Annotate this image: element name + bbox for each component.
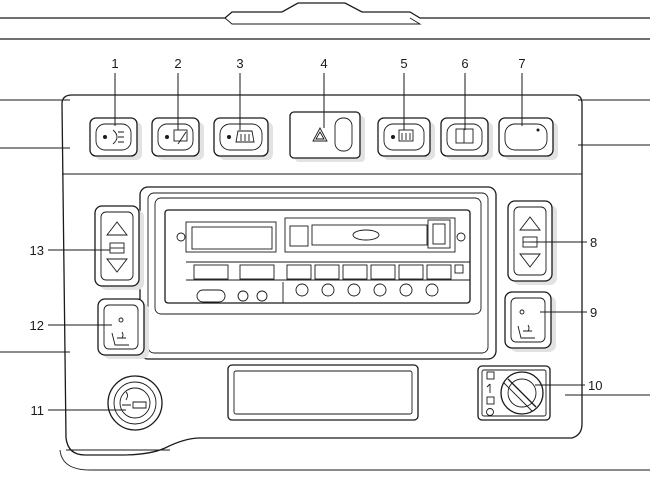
window-up-down-icon bbox=[109, 242, 125, 254]
heated-seat-icon bbox=[517, 324, 535, 339]
callout-10: 10 bbox=[588, 378, 602, 393]
storage-tray bbox=[227, 364, 419, 421]
callout-5: 5 bbox=[400, 56, 407, 71]
heater-icon bbox=[486, 371, 495, 380]
key-switch-icons bbox=[486, 371, 495, 416]
left-heated-seat-switch[interactable] bbox=[97, 298, 149, 359]
callout-9: 9 bbox=[590, 305, 597, 320]
right-heated-seat-switch[interactable] bbox=[504, 291, 556, 352]
heated-seat-icon bbox=[111, 331, 129, 346]
heated-windscreen-switch[interactable] bbox=[377, 117, 435, 160]
battery-icon bbox=[486, 396, 495, 405]
cigar-lighter[interactable] bbox=[107, 375, 163, 431]
radio-cassette-unit bbox=[139, 186, 497, 360]
right-window-switch[interactable] bbox=[507, 200, 557, 285]
console-panel bbox=[59, 94, 650, 471]
callout-leaders bbox=[48, 73, 587, 411]
rear-wiper-switch[interactable] bbox=[151, 117, 204, 160]
left-window-switch[interactable] bbox=[94, 205, 144, 290]
callout-labels: 1 2 3 4 5 6 7 8 9 10 11 12 13 bbox=[30, 56, 603, 418]
heated-window-icon bbox=[235, 130, 255, 143]
power-icon bbox=[486, 383, 491, 393]
callout-2: 2 bbox=[174, 56, 181, 71]
wiper-icon bbox=[173, 129, 188, 145]
callout-13: 13 bbox=[30, 243, 44, 258]
callout-8: 8 bbox=[590, 235, 597, 250]
lock-icon bbox=[486, 408, 494, 416]
dashboard-top bbox=[0, 2, 650, 396]
callout-11: 11 bbox=[31, 403, 45, 418]
lighter-icon bbox=[122, 391, 147, 409]
hazard-triangle-icon bbox=[312, 127, 328, 142]
callout-7: 7 bbox=[518, 56, 525, 71]
blank-switch[interactable] bbox=[498, 117, 558, 160]
windscreen-icon bbox=[398, 129, 414, 142]
heated-rear-window-switch[interactable] bbox=[213, 117, 273, 160]
hazard-warning-switch[interactable] bbox=[289, 111, 365, 162]
callout-4: 4 bbox=[320, 56, 327, 71]
callout-12: 12 bbox=[30, 318, 44, 333]
fog-lamp-icon bbox=[112, 129, 124, 145]
key-switch[interactable] bbox=[477, 365, 551, 421]
rear-window-switch[interactable] bbox=[440, 117, 493, 160]
callout-1: 1 bbox=[111, 56, 118, 71]
callout-3: 3 bbox=[236, 56, 243, 71]
callout-6: 6 bbox=[461, 56, 468, 71]
rear-fog-lamp-switch[interactable] bbox=[89, 117, 142, 160]
